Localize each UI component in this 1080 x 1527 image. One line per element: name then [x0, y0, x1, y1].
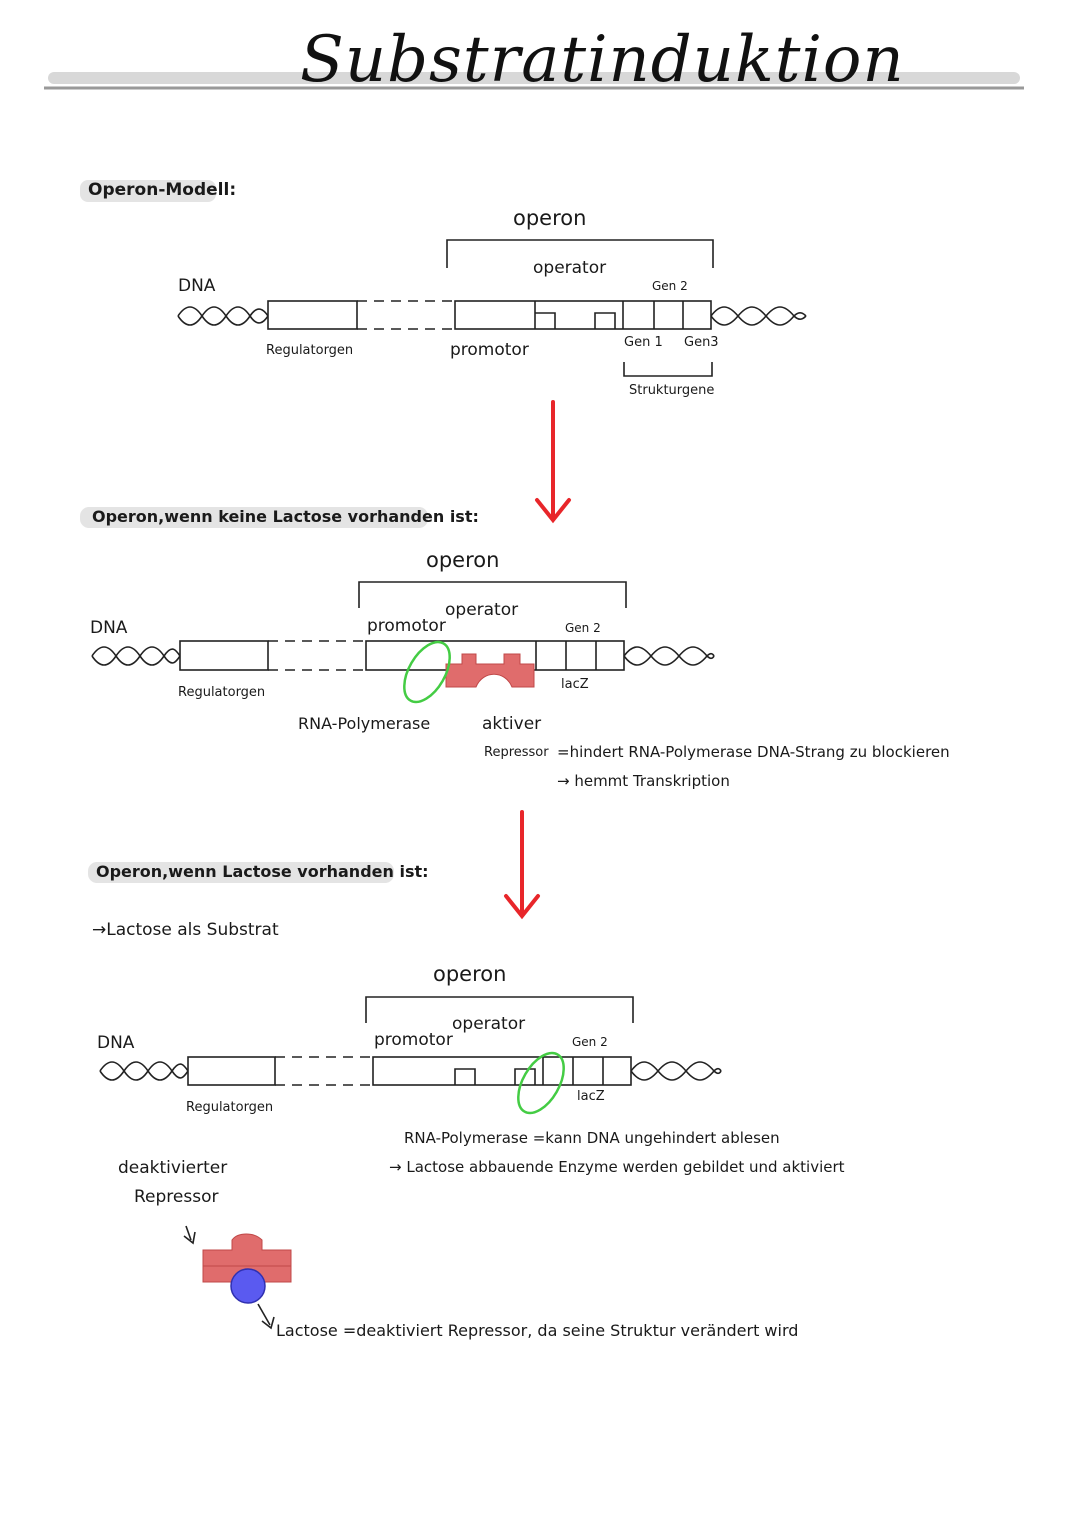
regulator-label-2: Regulatorgen — [178, 685, 266, 700]
active-repressor — [445, 653, 535, 688]
strukturgene-bracket — [623, 362, 713, 377]
transcription-note: → hemmt Transkription — [557, 772, 730, 790]
heading-highlight-1 — [80, 180, 216, 202]
active-label: aktiver — [482, 714, 542, 734]
regulator-gene-box — [187, 1056, 276, 1086]
lactose-molecule — [230, 1268, 266, 1304]
gen3-label: Gen3 — [684, 335, 719, 350]
dna-helix-right-b — [710, 306, 807, 326]
gen2-label-2: Gen 2 — [565, 621, 601, 635]
substrate-note: →Lactose als Substrat — [92, 920, 279, 940]
lacz-label: lacZ — [561, 677, 589, 692]
lacz-label-3: lacZ — [577, 1089, 605, 1104]
no-lactose-heading: Operon,wenn keine Lactose vorhanden ist: — [92, 507, 479, 526]
operon-box — [454, 300, 712, 330]
operator-label-3: operator — [452, 1014, 526, 1034]
arrow-down-2 — [504, 810, 540, 920]
dna-helix-left-b — [91, 646, 181, 666]
strukturgene-label: Strukturgene — [629, 383, 715, 398]
no-lactose-diagram — [91, 581, 715, 671]
heading-highlight-3 — [88, 862, 394, 883]
deactivated-label: deaktivierter — [118, 1158, 228, 1178]
dna-label: DNA — [178, 276, 216, 296]
page-title: Substratinduktion — [300, 23, 905, 97]
regulator-label: Regulatorgen — [266, 343, 354, 358]
operon-box — [372, 1056, 632, 1086]
regulator-label-3: Regulatorgen — [186, 1100, 274, 1115]
title-underline-highlight — [48, 72, 1020, 84]
gen2-label-3: Gen 2 — [572, 1035, 608, 1049]
operon-bracket — [365, 996, 634, 1023]
model-heading: Operon-Modell: — [88, 180, 237, 200]
gen1-label: Gen 1 — [624, 335, 663, 350]
deactivated-repressor — [183, 1225, 292, 1330]
dna-helix-left — [91, 646, 181, 666]
repressor-label: Repressor — [484, 745, 549, 760]
lactose-diagram — [99, 996, 722, 1086]
dna-helix-left — [177, 306, 269, 326]
rna-polymerase-label: RNA-Polymerase — [298, 714, 431, 733]
operon-label: operon — [513, 206, 587, 230]
operator-label-2: operator — [445, 600, 519, 620]
lactose-description: Lactose =deaktiviert Repressor, da seine… — [276, 1321, 799, 1340]
enzyme-description: → Lactose abbauende Enzyme werden gebild… — [389, 1158, 845, 1176]
regulator-gene-box — [179, 640, 269, 671]
lactose-heading: Operon,wenn Lactose vorhanden ist: — [96, 862, 429, 881]
regulator-gene-box — [267, 300, 358, 330]
heading-highlight-2 — [80, 507, 428, 528]
operon-label-3: operon — [433, 962, 507, 986]
arrow-down-1 — [535, 400, 571, 524]
operator-label: operator — [533, 258, 607, 278]
rna-polymerase-shape-2 — [517, 1051, 565, 1115]
gen2-label: Gen 2 — [652, 279, 688, 293]
operon-bracket — [358, 581, 627, 608]
deactivated-repressor-label: Repressor — [134, 1187, 219, 1207]
model-diagram — [177, 239, 807, 377]
dna-label-2: DNA — [90, 618, 128, 638]
promotor-label: promotor — [450, 340, 529, 360]
dna-label-3: DNA — [97, 1033, 135, 1053]
promotor-label-2: promotor — [367, 616, 446, 636]
operator-sites — [454, 1068, 536, 1085]
operon-bracket — [446, 239, 714, 268]
repressor-description: =hindert RNA-Polymerase DNA-Strang zu bl… — [557, 743, 950, 761]
promotor-label-3: promotor — [374, 1030, 453, 1050]
rna-polymerase-description: RNA-Polymerase =kann DNA ungehindert abl… — [404, 1129, 780, 1147]
dna-helix-left-b — [177, 306, 269, 326]
operator-sites — [534, 301, 616, 329]
operon-label-2: operon — [426, 548, 500, 572]
rna-polymerase-shape — [403, 640, 451, 704]
